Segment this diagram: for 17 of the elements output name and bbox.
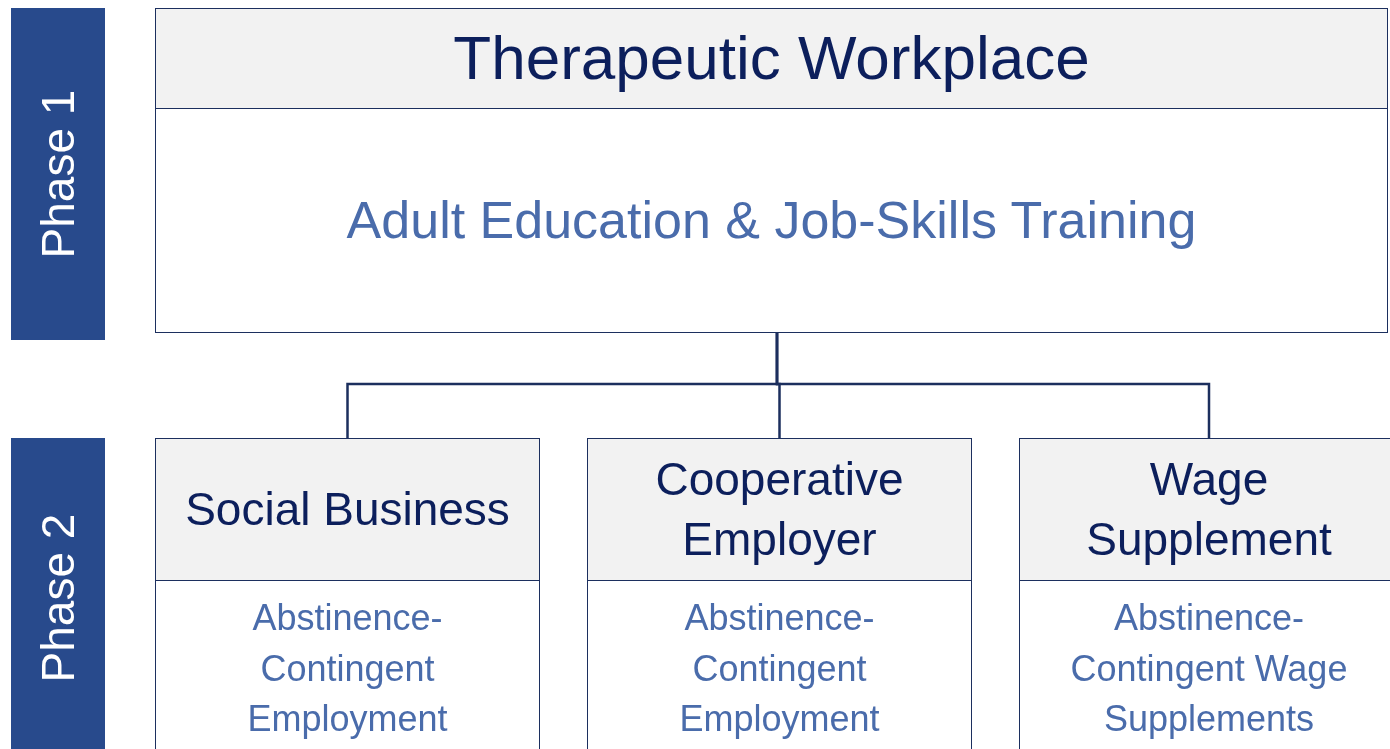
box-description: Abstinence-Contingent Wage Supplements	[1069, 596, 1349, 742]
box-description: Abstinence-Contingent Employment	[678, 596, 881, 742]
phase-label: Phase 1	[31, 89, 85, 259]
box-title: Cooperative Employer	[654, 451, 905, 567]
connector-line	[775, 333, 1211, 438]
program-box	[155, 438, 540, 749]
phase-band	[11, 8, 105, 340]
phase-label: Phase 2	[31, 513, 85, 683]
phase-band	[11, 438, 105, 749]
program-box	[587, 438, 972, 749]
program-box	[155, 8, 1388, 333]
box-title: Therapeutic Workplace	[453, 22, 1090, 95]
box-description: Adult Education & Job-Skills Training	[346, 190, 1197, 252]
box-title: Social Business	[185, 481, 510, 537]
box-title: Wage Supplement	[1085, 451, 1333, 567]
box-description: Abstinence-Contingent Employment	[246, 596, 449, 742]
program-box	[1019, 438, 1390, 749]
